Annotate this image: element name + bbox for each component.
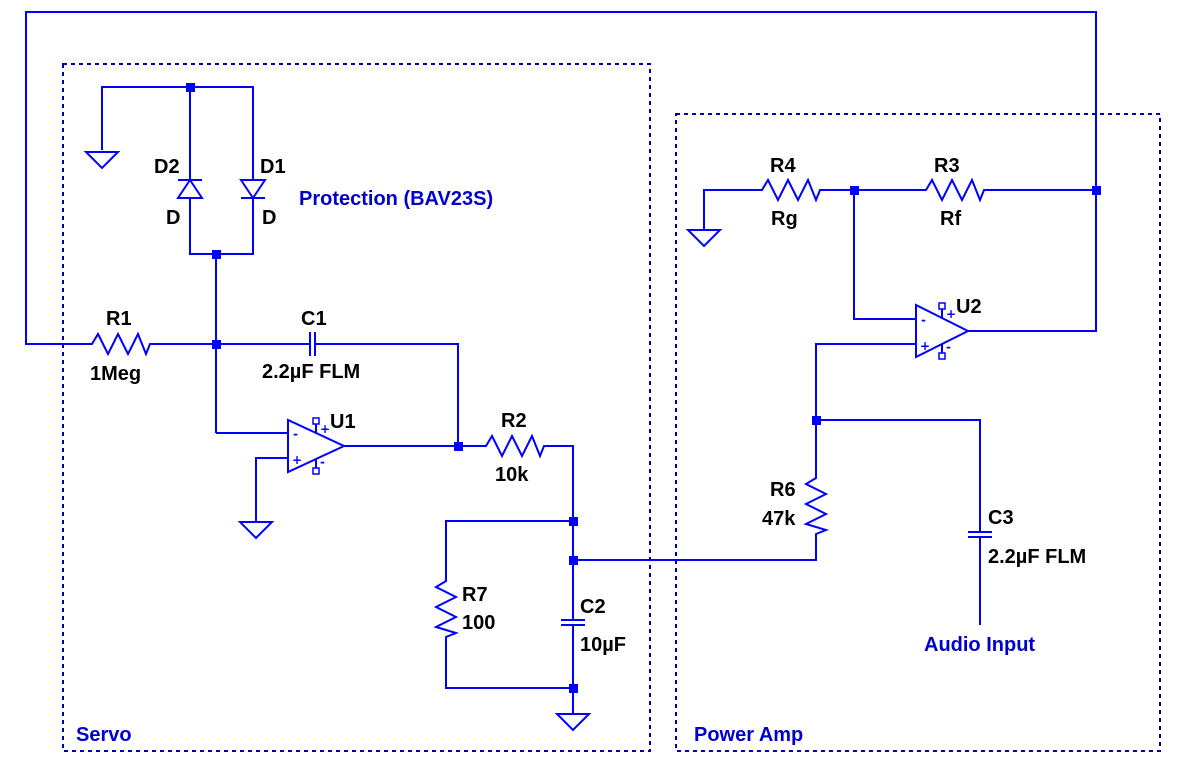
ground-symbol-u1 — [237, 521, 275, 540]
r6-value-label: 47k — [762, 508, 796, 530]
diode-d2 — [176, 170, 204, 206]
svg-text:-: - — [946, 340, 951, 354]
resistor-r4 — [756, 177, 822, 203]
r3-ref-label: R3 — [934, 155, 960, 177]
c2-ref-label: C2 — [580, 596, 606, 618]
c3-value-label: 2.2µF FLM — [988, 546, 1086, 568]
svg-text:-: - — [320, 455, 325, 469]
r3-value-label: Rf — [940, 208, 961, 230]
ground-symbol-c2 — [554, 713, 592, 732]
r1-ref-label: R1 — [106, 308, 132, 330]
svg-text:+: + — [292, 453, 302, 467]
resistor-r1 — [86, 331, 154, 357]
d1-ref-label: D1 — [260, 156, 286, 178]
resistor-r2 — [480, 433, 546, 459]
r1-value-label: 1Meg — [90, 363, 141, 385]
r2-value-label: 10k — [495, 464, 529, 486]
capacitor-c1 — [298, 332, 326, 356]
audio-input-annotation: Audio Input — [924, 634, 1035, 656]
svg-text:-: - — [293, 427, 298, 441]
junction-dots — [186, 83, 1101, 693]
r7-ref-label: R7 — [462, 584, 488, 606]
capacitor-c2 — [561, 612, 585, 629]
opamp-u1: - + + - — [287, 417, 347, 475]
power-amp-region-label: Power Amp — [694, 724, 803, 746]
r6-ref-label: R6 — [770, 479, 796, 501]
svg-text:+: + — [320, 422, 330, 436]
ground-symbol-diodes — [83, 151, 121, 170]
resistor-r3 — [920, 177, 986, 203]
servo-region-label: Servo — [76, 724, 132, 746]
u1-ref-label: U1 — [330, 411, 356, 433]
u2-ref-label: U2 — [956, 296, 982, 318]
c3-ref-label: C3 — [988, 507, 1014, 529]
c2-value-label: 10µF — [580, 634, 626, 656]
servo-region-border — [62, 63, 651, 752]
ground-symbol-r4 — [685, 229, 723, 248]
wires — [25, 11, 1097, 714]
c1-ref-label: C1 — [301, 308, 327, 330]
resistor-r6 — [803, 472, 830, 538]
r4-value-label: Rg — [771, 208, 798, 230]
d1-value-label: D — [262, 207, 276, 229]
svg-text:+: + — [946, 307, 956, 321]
power-amp-region-border — [675, 113, 1161, 752]
r2-ref-label: R2 — [501, 410, 527, 432]
r4-ref-label: R4 — [770, 155, 796, 177]
d2-ref-label: D2 — [154, 156, 180, 178]
r7-value-label: 100 — [462, 612, 495, 634]
diode-d1 — [239, 170, 267, 206]
c1-value-label: 2.2µF FLM — [262, 361, 360, 383]
opamp-u2: - + + - — [915, 302, 971, 360]
d2-value-label: D — [166, 207, 180, 229]
svg-text:-: - — [921, 313, 926, 327]
capacitor-c3 — [968, 528, 992, 542]
protection-annotation: Protection (BAV23S) — [299, 188, 493, 210]
resistor-r7 — [433, 575, 460, 640]
svg-text:+: + — [920, 339, 930, 353]
